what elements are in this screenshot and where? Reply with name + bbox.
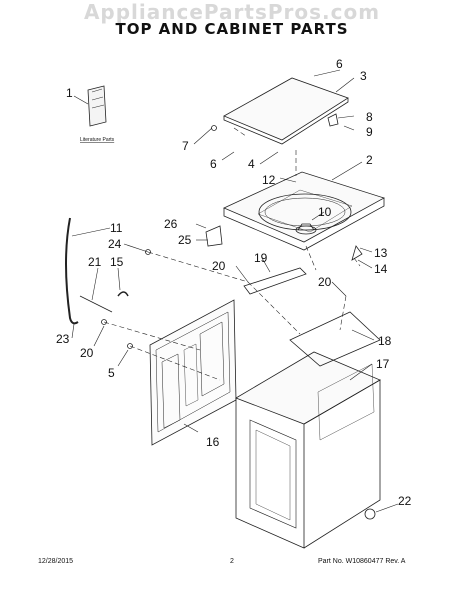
- rear-panel: [149, 299, 237, 446]
- callout-10: 10: [318, 205, 332, 219]
- water-hose: [65, 217, 79, 325]
- leveling-leg: [364, 508, 376, 520]
- callout-12: 12: [262, 173, 276, 187]
- lid: [223, 77, 349, 145]
- cabinet: [235, 351, 381, 549]
- tube: [79, 295, 113, 313]
- callout-6a: 6: [336, 57, 343, 71]
- callout-2: 2: [366, 153, 373, 167]
- softener-cap: [295, 223, 317, 235]
- callout-11: 11: [110, 221, 123, 235]
- callout-numbers: 1 2 3 4 5 6 6 7 8 9 10 11 12 13 14 15 16…: [56, 57, 412, 508]
- callout-22: 22: [398, 494, 412, 508]
- callout-9: 9: [366, 125, 373, 139]
- literature-parts-label: Literature Parts: [80, 137, 115, 143]
- callout-3: 3: [360, 69, 367, 83]
- switch: [351, 245, 363, 261]
- literature-booklet: [87, 85, 107, 127]
- page-title: TOP AND CABINET PARTS: [115, 20, 349, 38]
- rear-bracket: [243, 267, 307, 295]
- callout-20b: 20: [318, 275, 332, 289]
- top-panel: [223, 171, 386, 251]
- footer-date: 12/28/2015: [38, 558, 74, 565]
- callout-19: 19: [254, 251, 268, 265]
- callout-16: 16: [206, 435, 220, 449]
- callout-7: 7: [182, 139, 189, 153]
- front-brace: [289, 311, 381, 367]
- callout-8: 8: [366, 110, 373, 124]
- bracket: [205, 225, 223, 247]
- callout-20a: 20: [212, 259, 226, 273]
- callout-13: 13: [374, 246, 388, 260]
- footer-page-number: 2: [230, 558, 234, 565]
- callout-20c: 20: [80, 346, 94, 360]
- callout-5: 5: [108, 366, 115, 380]
- callout-24: 24: [108, 237, 122, 251]
- callout-15: 15: [110, 255, 124, 269]
- leader-lines: [71, 69, 399, 513]
- callout-18: 18: [378, 334, 392, 348]
- callout-26: 26: [164, 217, 178, 231]
- dashed-leaders: [103, 127, 361, 381]
- footer-part-number: Part No. W10860477 Rev. A: [318, 558, 406, 565]
- watermark: AppliancePartsPros.com: [83, 0, 381, 24]
- callout-21: 21: [88, 255, 102, 269]
- callout-17: 17: [376, 357, 390, 371]
- callout-1: 1: [66, 86, 73, 100]
- callout-23: 23: [56, 332, 70, 346]
- callout-6b: 6: [210, 157, 217, 171]
- hose-clamp: [117, 291, 129, 297]
- callout-4: 4: [248, 157, 255, 171]
- hinge: [327, 113, 339, 127]
- callout-25: 25: [178, 233, 192, 247]
- callout-14: 14: [374, 262, 388, 276]
